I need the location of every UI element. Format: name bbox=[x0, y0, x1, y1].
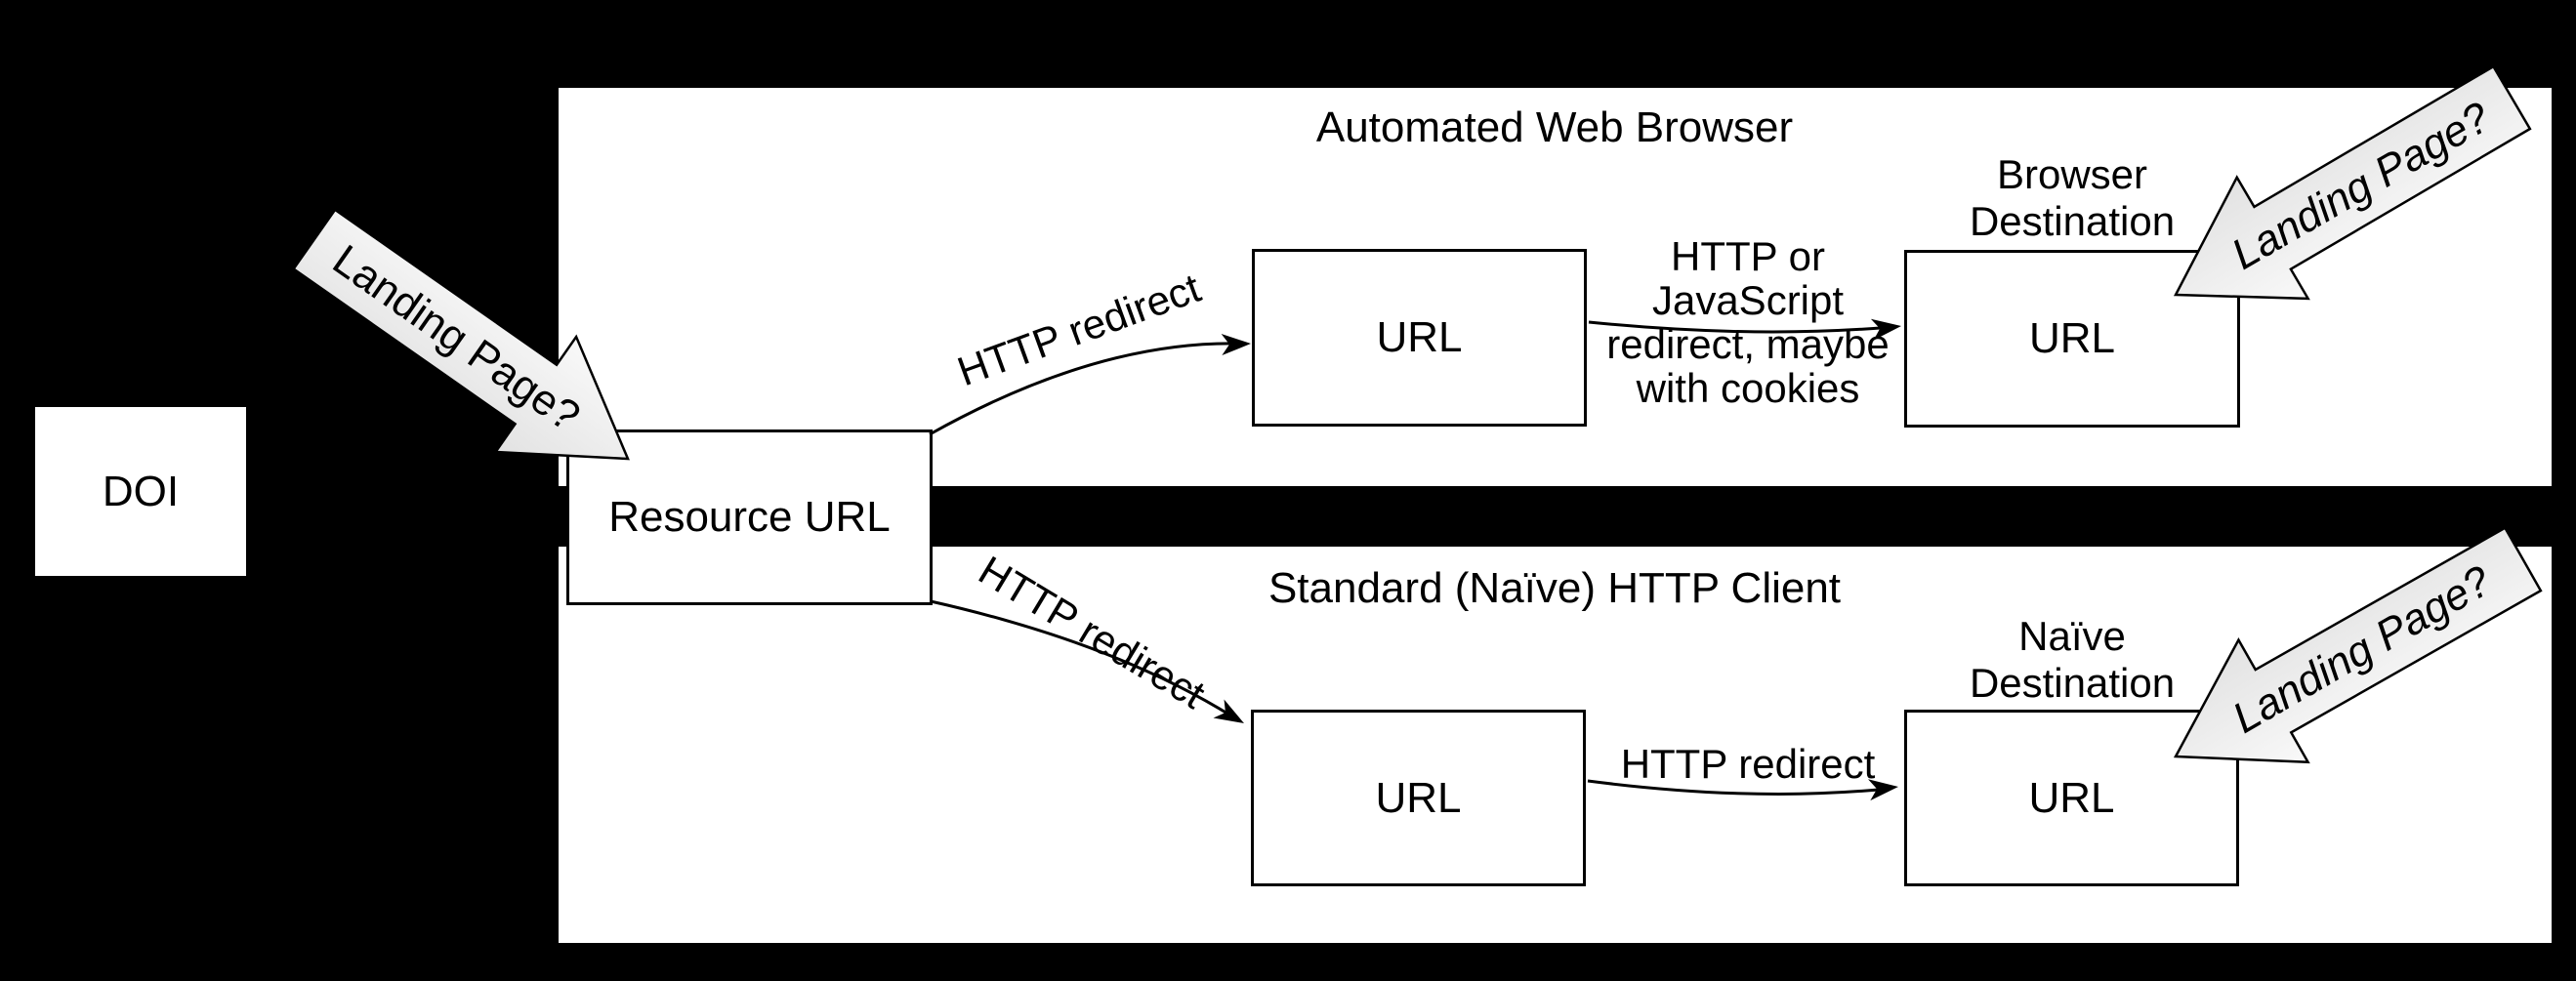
browser-hop-url-node: URL bbox=[1252, 249, 1587, 427]
doi-node-label: DOI bbox=[102, 467, 180, 515]
naive-second-redirect-label: HTTP redirect bbox=[1620, 741, 1876, 787]
doi-node: DOI bbox=[32, 404, 249, 579]
automated-browser-panel-title: Automated Web Browser bbox=[1315, 103, 1794, 151]
naive-client-panel-title: Standard (Naïve) HTTP Client bbox=[1267, 564, 1842, 612]
browser-hop-url-label: URL bbox=[1376, 313, 1463, 361]
browser-second-redirect-line4: with cookies bbox=[1636, 365, 1860, 411]
browser-destination-caption-line2: Destination bbox=[1969, 198, 2176, 244]
browser-destination-caption: Browser Destination bbox=[1970, 151, 2175, 245]
browser-destination-caption-line1: Browser bbox=[1996, 151, 2148, 197]
naive-destination-caption-line2: Destination bbox=[1969, 660, 2176, 706]
naive-destination-caption-line1: Naïve bbox=[2018, 613, 2126, 659]
naive-hop-url-label: URL bbox=[1375, 773, 1462, 822]
naive-destination-url-label: URL bbox=[2028, 773, 2115, 822]
browser-second-redirect-line3: redirect, maybe bbox=[1606, 321, 1890, 367]
naive-hop-url-node: URL bbox=[1251, 710, 1586, 886]
browser-second-redirect-label: HTTP or JavaScript redirect, maybe with … bbox=[1606, 234, 1889, 410]
browser-destination-url-label: URL bbox=[2028, 314, 2116, 362]
naive-destination-url-node: URL bbox=[1904, 710, 2239, 886]
browser-destination-url-node: URL bbox=[1904, 250, 2240, 428]
browser-second-redirect-line2: JavaScript bbox=[1651, 277, 1845, 323]
browser-second-redirect-line1: HTTP or bbox=[1671, 233, 1825, 279]
resource-url-node-label: Resource URL bbox=[608, 493, 891, 541]
resource-url-node: Resource URL bbox=[566, 429, 933, 605]
landing-page-left-label: Landing Page? bbox=[323, 235, 589, 441]
naive-destination-caption: Naïve Destination bbox=[1970, 613, 2175, 707]
